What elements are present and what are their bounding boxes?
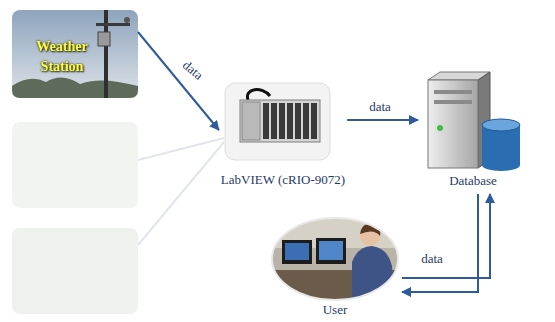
crio-photo — [225, 83, 330, 160]
edge-label: data — [419, 251, 445, 266]
database-node: Database — [418, 72, 528, 194]
monitor — [316, 238, 346, 264]
faded-photo — [12, 122, 138, 208]
sensor — [124, 17, 130, 23]
node-label: Database — [449, 173, 497, 188]
monitor — [282, 240, 312, 264]
user-node: User — [268, 216, 402, 320]
edge-label: data — [178, 56, 207, 84]
server-slot — [434, 90, 472, 94]
labview-node: LabVIEW (cRIO-9072) — [219, 82, 347, 192]
sensor — [98, 32, 110, 46]
user-photo-edge — [272, 218, 398, 300]
crio-chassis — [240, 100, 320, 142]
node-label: Weather Station — [16, 37, 108, 77]
node-label: LabVIEW (cRIO-9072) — [221, 172, 345, 187]
tree-line — [12, 77, 138, 98]
crossarm — [96, 23, 130, 26]
edge-label: data — [367, 99, 393, 114]
crio-module — [295, 103, 301, 139]
crio-module — [279, 103, 285, 139]
crio-controller — [242, 102, 260, 140]
data-arrow — [347, 119, 418, 121]
cable — [247, 90, 270, 100]
node-label: User — [323, 302, 348, 317]
weather-photo — [12, 10, 138, 98]
faded-photo — [12, 228, 138, 314]
db-cylinder — [482, 159, 520, 171]
monitor — [319, 241, 343, 260]
server-front — [428, 80, 478, 168]
crio-module — [287, 103, 293, 139]
weather-station-node: Weather Station — [12, 10, 138, 98]
crio-module — [271, 103, 277, 139]
data-arrow — [138, 32, 219, 130]
crio-module — [263, 103, 269, 139]
db-cylinder — [482, 119, 520, 131]
data-arrow — [402, 194, 490, 278]
crio-module — [311, 103, 317, 139]
crio-module — [303, 103, 309, 139]
server-slot — [434, 100, 472, 104]
user-photo — [272, 218, 398, 300]
server-led — [437, 125, 443, 131]
monitor — [285, 243, 309, 260]
faded-line — [138, 142, 224, 245]
